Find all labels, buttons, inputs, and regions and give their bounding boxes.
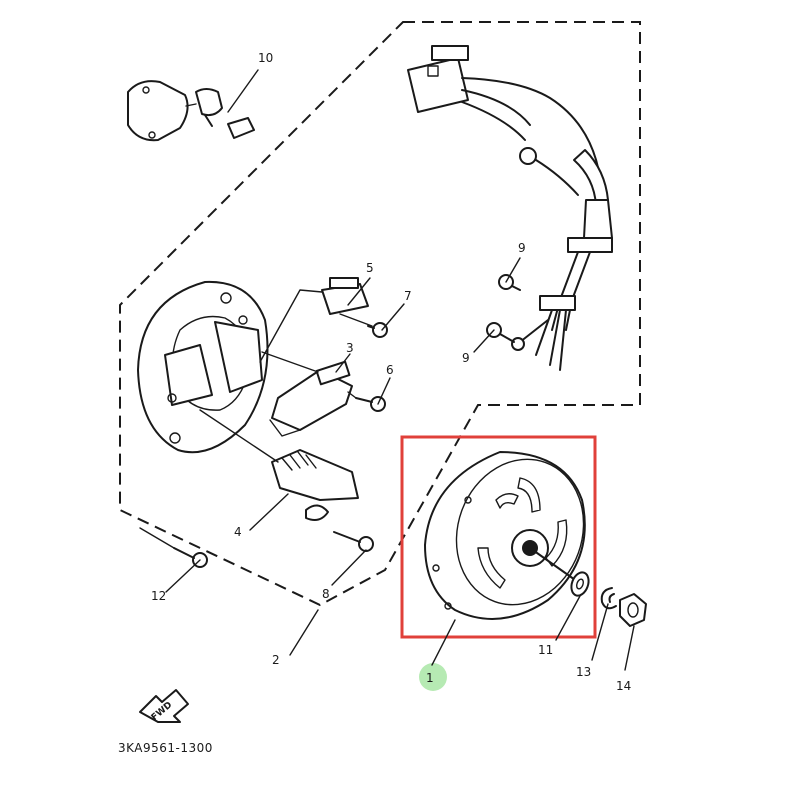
callout-2[interactable]: 2 [272, 653, 280, 667]
callout-4[interactable]: 4 [234, 525, 242, 539]
part-code: 3KA9561-1300 [118, 741, 213, 755]
part-11-clamp-bracket[interactable] [127, 80, 255, 142]
part-4-charge-coil[interactable] [199, 409, 359, 521]
forward-arrow: FWD [139, 689, 189, 723]
leader-lines [165, 69, 635, 671]
part-8-screw[interactable] [339, 313, 388, 338]
highlight-box [400, 435, 597, 639]
callout-8[interactable]: 7 [404, 289, 412, 303]
callout-9-upper[interactable]: 9 [518, 241, 526, 255]
callout-7[interactable]: 8 [322, 587, 330, 601]
wire-harness[interactable] [407, 45, 613, 371]
part-13-lock-washer[interactable] [600, 587, 617, 610]
part-1-flywheel-rotor[interactable] [424, 441, 604, 622]
callout-6[interactable]: 6 [386, 363, 394, 377]
selection-marker [419, 663, 447, 691]
part-7-screw[interactable] [333, 531, 374, 552]
part-5-pickup-coil[interactable] [259, 277, 369, 363]
callout-1[interactable]: 1 [426, 671, 434, 685]
part-3-lighting-coil[interactable] [261, 351, 353, 437]
callout-11[interactable]: 10 [258, 51, 273, 65]
callout-5[interactable]: 5 [366, 261, 374, 275]
part-2-stator-plate[interactable] [137, 280, 269, 454]
part-14-nut[interactable] [619, 593, 647, 627]
callout-13[interactable]: 13 [576, 665, 591, 679]
callout-3[interactable]: 3 [346, 341, 354, 355]
callout-9-lower[interactable]: 9 [462, 351, 470, 365]
callout-12[interactable]: 11 [538, 643, 553, 657]
part-12-washer[interactable] [568, 570, 591, 598]
assembly-dashed-boundary [119, 21, 641, 607]
callout-labels: 10 5 7 3 6 9 9 4 8 12 2 1 11 13 14 [151, 51, 631, 693]
callout-10[interactable]: 12 [151, 589, 166, 603]
callout-14[interactable]: 14 [616, 679, 631, 693]
